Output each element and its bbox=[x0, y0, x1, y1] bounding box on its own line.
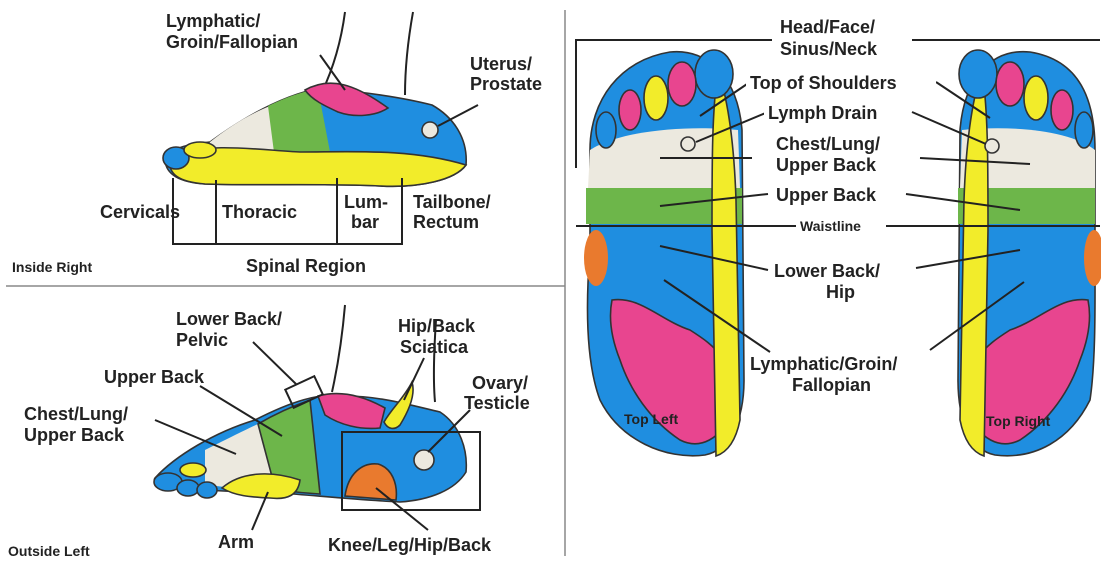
toe bbox=[668, 62, 696, 106]
label-upper-back: Upper Back bbox=[104, 367, 205, 387]
toe bbox=[177, 480, 199, 496]
toe bbox=[1024, 76, 1048, 120]
label-lower-back-line2: Pelvic bbox=[176, 330, 228, 350]
toe bbox=[619, 90, 641, 130]
toe bbox=[959, 50, 997, 98]
toe bbox=[180, 463, 206, 477]
label-hip-line1: Hip/Back bbox=[398, 316, 476, 336]
label-lower-back-line1: Lower Back/ bbox=[176, 309, 282, 329]
toe bbox=[695, 50, 733, 98]
label-upper-back: Upper Back bbox=[776, 185, 877, 205]
label-uterus-line1: Uterus/ bbox=[470, 54, 532, 74]
label-tailbone-line1: Tailbone/ bbox=[413, 192, 491, 212]
ovary-point bbox=[414, 450, 434, 470]
toe bbox=[197, 482, 217, 498]
leg-outline bbox=[332, 305, 345, 392]
label-ovary-line2: Testicle bbox=[464, 393, 530, 413]
label-lumbar-line1: Lum- bbox=[344, 192, 388, 212]
toe bbox=[596, 112, 616, 148]
label-cervicals: Cervicals bbox=[100, 202, 180, 222]
leader-line bbox=[253, 342, 296, 384]
label-head-line2: Sinus/Neck bbox=[780, 39, 878, 59]
toe bbox=[1075, 112, 1093, 148]
label-lower-back-line2: Hip bbox=[826, 282, 855, 302]
label-lymphatic-line1: Lymphatic/Groin/ bbox=[750, 354, 897, 374]
leader-line bbox=[404, 358, 424, 400]
label-lymphatic-line2: Groin/Fallopian bbox=[166, 32, 298, 52]
label-lower-back-line1: Lower Back/ bbox=[774, 261, 880, 281]
label-chest-line1: Chest/Lung/ bbox=[776, 134, 880, 154]
label-ovary-line1: Ovary/ bbox=[472, 373, 528, 393]
caption-outside-left: Outside Left bbox=[8, 543, 90, 559]
hip-point bbox=[584, 230, 608, 286]
label-lymphatic-line2: Fallopian bbox=[792, 375, 871, 395]
caption-top-right: Top Right bbox=[986, 413, 1051, 429]
label-chest-line2: Upper Back bbox=[776, 155, 877, 175]
label-arm: Arm bbox=[218, 532, 254, 552]
label-waistline: Waistline bbox=[800, 218, 861, 234]
label-head-line1: Head/Face/ bbox=[780, 17, 875, 37]
label-hip-line2: Sciatica bbox=[400, 337, 469, 357]
left-sole bbox=[584, 50, 744, 456]
label-knee: Knee/Leg/Hip/Back bbox=[328, 535, 492, 555]
label-shoulders: Top of Shoulders bbox=[750, 73, 897, 93]
leg-outline bbox=[405, 12, 413, 95]
caption-top-left: Top Left bbox=[624, 411, 679, 427]
label-chest-line2: Upper Back bbox=[24, 425, 125, 445]
label-lymphatic-line1: Lymphatic/ bbox=[166, 11, 260, 31]
toe bbox=[184, 142, 216, 158]
label-spinal-region: Spinal Region bbox=[246, 256, 366, 276]
label-lumbar-line2: bar bbox=[351, 212, 379, 232]
toe bbox=[996, 62, 1024, 106]
label-tailbone-line2: Rectum bbox=[413, 212, 479, 232]
lymph-drain-point bbox=[985, 139, 999, 153]
label-chest-line1: Chest/Lung/ bbox=[24, 404, 128, 424]
leg-outline bbox=[322, 12, 345, 92]
label-thoracic: Thoracic bbox=[222, 202, 297, 222]
uterus-point bbox=[422, 122, 438, 138]
label-lymph-drain: Lymph Drain bbox=[768, 103, 877, 123]
label-uterus-line2: Prostate bbox=[470, 74, 542, 94]
caption-inside-right: Inside Right bbox=[12, 259, 92, 275]
toe bbox=[1051, 90, 1073, 130]
toe bbox=[644, 76, 668, 120]
lymph-drain-point bbox=[681, 137, 695, 151]
